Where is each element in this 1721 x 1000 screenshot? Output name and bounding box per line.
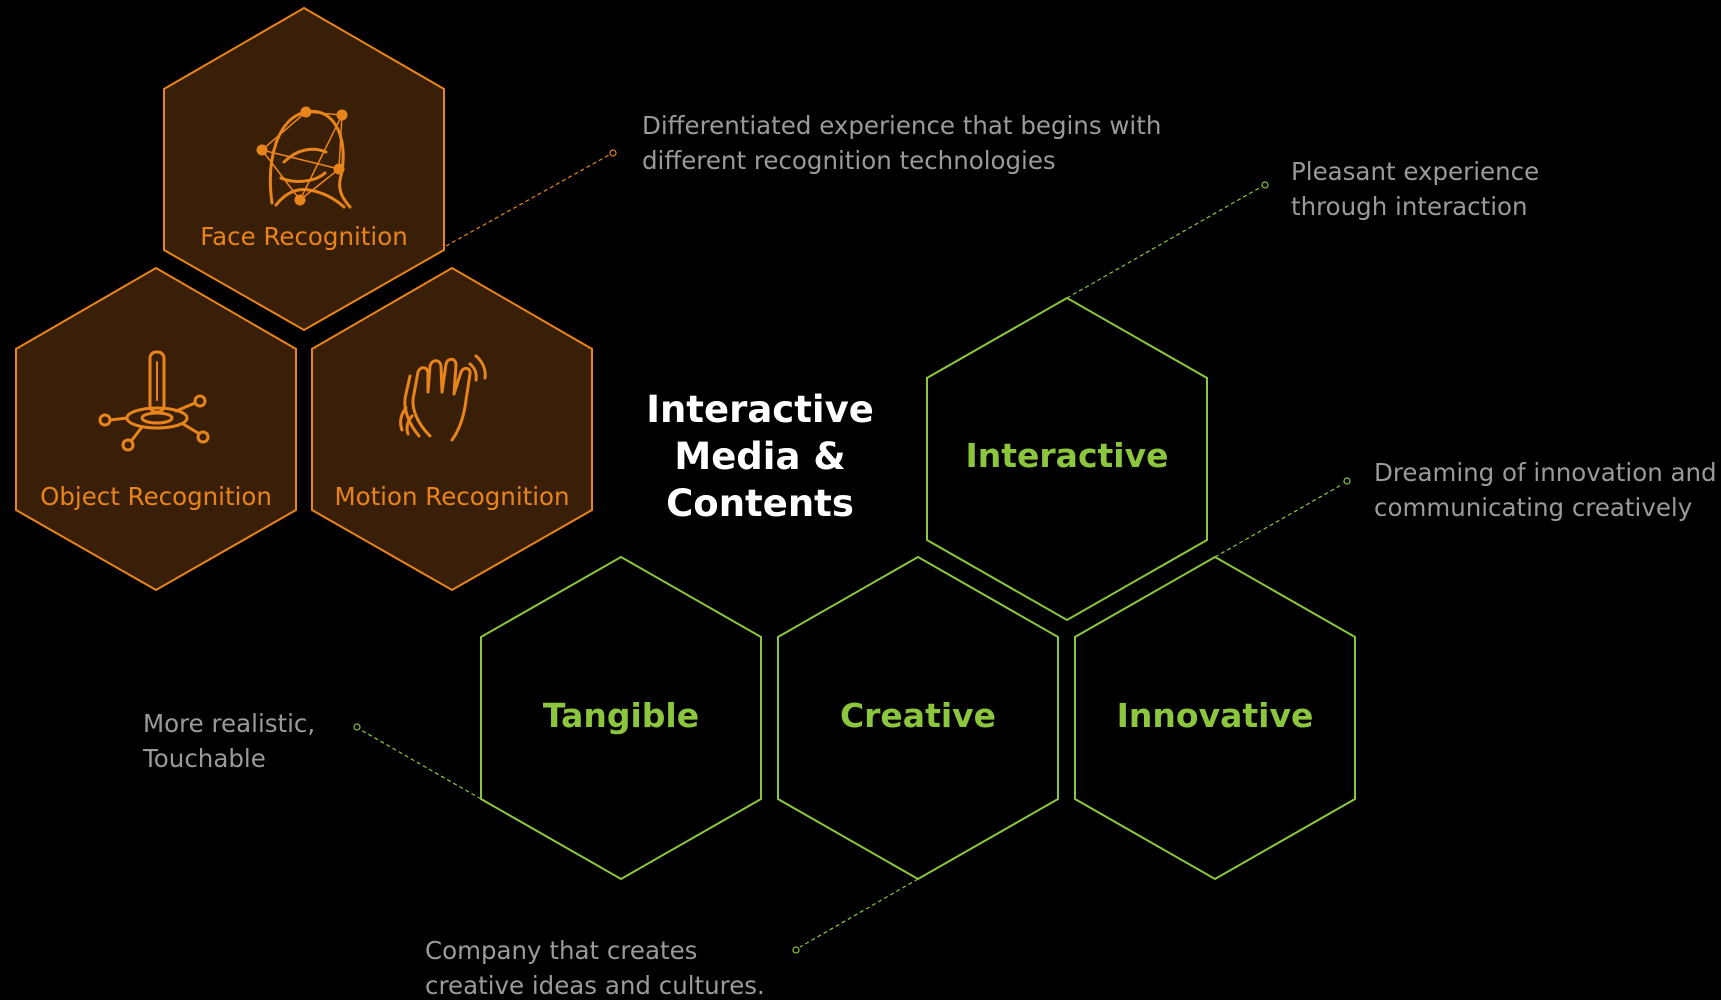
connector-creative-dot: [792, 946, 800, 954]
recognition-hexagons: [15, 6, 593, 592]
connector-interactive: [1066, 186, 1262, 299]
callout-creative-line-1: Company that creates: [425, 936, 698, 965]
callout-interactive-line-2: through interaction: [1291, 192, 1528, 221]
face-recognition-label: Face Recognition: [200, 222, 408, 251]
callout-creative-line-2: creative ideas and cultures.: [425, 971, 765, 1000]
callout-innovative: Dreaming of innovation and communicating…: [1374, 455, 1717, 525]
hexagon-interactive: [926, 296, 1208, 622]
value-hexagons: [480, 296, 1356, 881]
callout-interactive: Pleasant experience through interaction: [1291, 154, 1539, 224]
hexagon-face-recognition: [163, 6, 445, 332]
connector-tangible-dot: [353, 723, 361, 731]
tangible-label: Tangible: [542, 696, 700, 735]
callout-tangible: More realistic, Touchable: [143, 706, 315, 776]
callout-tangible-line-2: Touchable: [143, 744, 266, 773]
hexagon-motion-recognition: [311, 266, 593, 592]
callout-recognition-line-2: different recognition technologies: [642, 146, 1056, 175]
center-title-line-2: Media &: [674, 435, 846, 478]
object-recognition-icon: [98, 350, 210, 452]
callout-innovative-line-2: communicating creatively: [1374, 493, 1693, 522]
callout-interactive-line-1: Pleasant experience: [1291, 157, 1540, 186]
callout-recognition: Differentiated experience that begins wi…: [642, 108, 1161, 178]
connector-recognition: [445, 154, 610, 247]
callout-creative: Company that creates creative ideas and …: [425, 933, 765, 1000]
innovative-label: Innovative: [1116, 696, 1314, 735]
motion-recognition-label: Motion Recognition: [334, 482, 570, 511]
connector-tangible: [360, 729, 482, 800]
callout-tangible-line-1: More realistic,: [143, 709, 316, 738]
connector-recognition-dot: [609, 149, 617, 157]
object-recognition-label: Object Recognition: [40, 482, 272, 511]
hexagon-tangible: [480, 555, 762, 881]
interactive-label: Interactive: [965, 436, 1169, 475]
motion-recognition-icon: [399, 354, 487, 442]
callout-recognition-line-1: Differentiated experience that begins wi…: [642, 111, 1162, 140]
connector-innovative-dot: [1343, 477, 1351, 485]
creative-label: Creative: [839, 696, 997, 735]
center-title: Interactive Media & Contents: [610, 386, 910, 527]
connector-innovative: [1214, 483, 1344, 558]
callout-connectors: [353, 149, 1351, 954]
center-title-line-3: Contents: [666, 482, 854, 525]
face-recognition-icon: [256, 106, 352, 209]
hexagon-innovative: [1074, 555, 1356, 881]
connector-interactive-dot: [1261, 181, 1269, 189]
connector-creative: [799, 878, 919, 948]
callout-innovative-line-1: Dreaming of innovation and: [1374, 458, 1717, 487]
center-title-line-1: Interactive: [646, 388, 874, 431]
